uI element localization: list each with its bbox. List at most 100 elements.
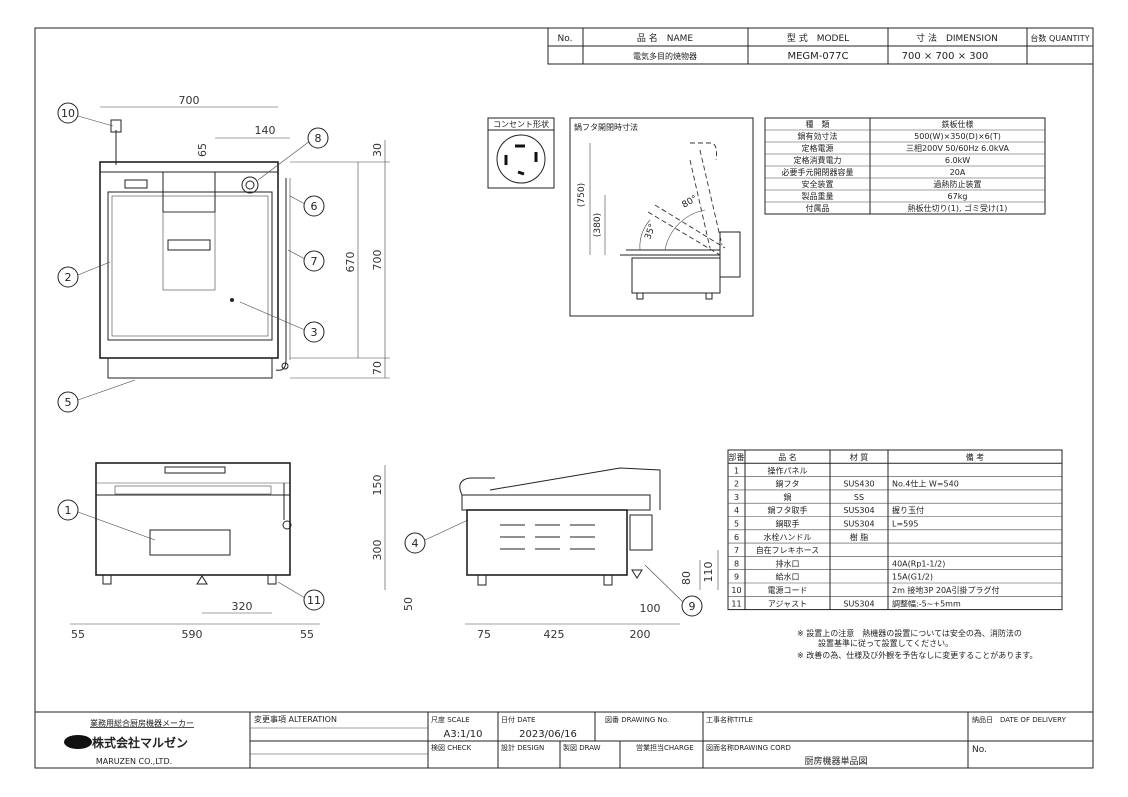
dim-side-150: 150 [371,475,384,496]
balloon-2: 2 [57,266,79,288]
drawing-cord-value: 厨房機器単品図 [804,755,867,767]
title-block: 業務用総合厨房機器メーカー 株式会社マルゼン MARUZEN CO.,LTD. … [35,711,1093,768]
dim-top-670: 670 [344,252,357,273]
lid-dim-380: (380) [593,213,603,237]
front-view: 320 55 590 55 [70,462,320,641]
note-line: 設置基準に従って設置してください。 [818,638,953,648]
svg-text:7: 7 [311,255,318,268]
parts-cell: 8 [734,559,739,568]
spec-key: 必要手元開閉器容量 [782,167,854,177]
no-label: No. [972,745,987,755]
spec-value: 三相200V 50/60Hz 6.0kVA [906,143,1009,153]
spec-row: 種 類鉄板仕様 [806,119,974,129]
lid-angle-80: 80° [681,194,700,211]
lid-dim-750: (750) [577,183,587,207]
company-name: 株式会社マルゼン [92,735,188,750]
dim-top-70: 70 [371,361,384,375]
dim-top-30: 30 [371,143,384,157]
product-model: MEGM-077C [787,51,848,62]
draw-label: 製図 DRAW [563,743,601,752]
scale-label: 尺度 SCALE [431,715,470,724]
balloon-10: 10 [57,102,79,124]
parts-cell: 5 [734,520,739,529]
spec-value: 熱板仕切り(1), ゴミ受け(1) [908,203,1008,213]
dim-side-200: 200 [630,628,651,641]
delivery-label: 納品日 DATE OF DELIVERY [972,715,1067,724]
parts-header-row: 部番品 名材 質備 考 [729,452,985,462]
header-model: 型 式 MODEL [787,32,849,44]
parts-cell: 鍋取手 [776,519,800,529]
parts-cell: 11 [731,599,741,608]
header-name: 品 名 NAME [637,32,694,44]
lid-view-label: 鍋フタ開閉時寸法 [574,122,638,132]
spec-row: 必要手元開閉器容量 20A [782,167,966,177]
spec-value: 鉄板仕様 [942,119,974,129]
parts-cell: 鍋 [784,492,792,502]
drawing-cord-label: 図面名称DRAWING CORD [706,743,791,752]
balloon-3: 3 [303,321,325,343]
parts-cell: 樹 脂 [850,532,869,542]
drawing-no-label: 図番 DRAWING No. [605,716,669,724]
parts-cell: 排水口 [776,558,800,568]
parts-cell: 調整幅:-5~+5mm [892,598,961,608]
spec-key: 付属品 [806,203,830,213]
spec-value: 20A [950,168,966,177]
svg-text:6: 6 [311,200,318,213]
dim-side-100: 100 [640,602,661,615]
product-dimension: 700 × 700 × 300 [902,51,989,62]
maruzen-logo-icon [64,735,92,749]
parts-cell: 3 [734,493,739,502]
header-dimension: 寸 法 DIMENSION [916,32,998,44]
check-label: 検図 CHECK [431,743,472,752]
balloon-6: 6 [303,195,325,217]
parts-cell: SUS304 [843,506,874,515]
note-line: ※ 改善の為、仕様及び外観を予告なしに変更することがあります。 [797,650,1037,660]
spec-row: 付属品 熱板仕切り(1), ゴミ受け(1) [806,203,1008,213]
svg-text:3: 3 [311,326,318,339]
parts-cell: 40A(Rp1-1/2) [892,559,945,568]
note-line: ※ 設置上の注意 熱機器の設置については安全の為、消防法の [797,628,1022,638]
svg-text:10: 10 [61,107,75,120]
dim-front-590: 590 [182,628,203,641]
dim-top-140: 140 [255,124,276,137]
dim-side-75: 75 [477,628,491,641]
balloons: 10 8 6 7 2 3 5 1 11 4 9 [57,102,703,617]
dim-top-700w: 700 [179,94,200,107]
spec-key: 定格消費電力 [794,155,842,165]
scale-value: A3:1/10 [443,729,482,740]
parts-cell: 15A(G1/2) [892,573,933,582]
date-value: 2023/06/16 [519,729,577,740]
parts-cell: SS [854,493,864,502]
parts-cell: 9 [734,573,739,582]
svg-text:4: 4 [412,537,419,550]
parts-cell: 鍋フタ取手 [768,505,808,515]
balloon-1: 1 [57,499,79,521]
spec-key: 定格電源 [802,143,834,153]
balloon-11: 11 [303,589,325,611]
parts-cell: アジャスト [768,599,807,608]
dim-top-700d: 700 [371,250,384,271]
balloon-4: 4 [404,532,426,554]
parts-cell: 電源コード [768,586,808,595]
charge-label: 営業担当CHARGE [636,743,694,752]
parts-cell: SUS430 [843,480,874,489]
dim-side-425: 425 [544,628,565,641]
svg-text:11: 11 [307,594,321,607]
design-label: 設計 DESIGN [501,743,544,752]
parts-cell: 2m 接地3P 20A引掛プラグ付 [892,585,1000,595]
dim-side-50: 50 [402,597,415,611]
title-label: 工事名称TITLE [706,715,753,724]
svg-text:5: 5 [65,396,72,409]
parts-cell: 部番 [729,452,745,462]
balloon-9: 9 [681,595,703,617]
parts-cell: 水栓ハンドル [764,532,812,542]
parts-cell: 4 [734,506,739,515]
top-view: 700 140 65 30 670 700 70 [99,94,390,379]
dim-side-300: 300 [371,540,384,561]
